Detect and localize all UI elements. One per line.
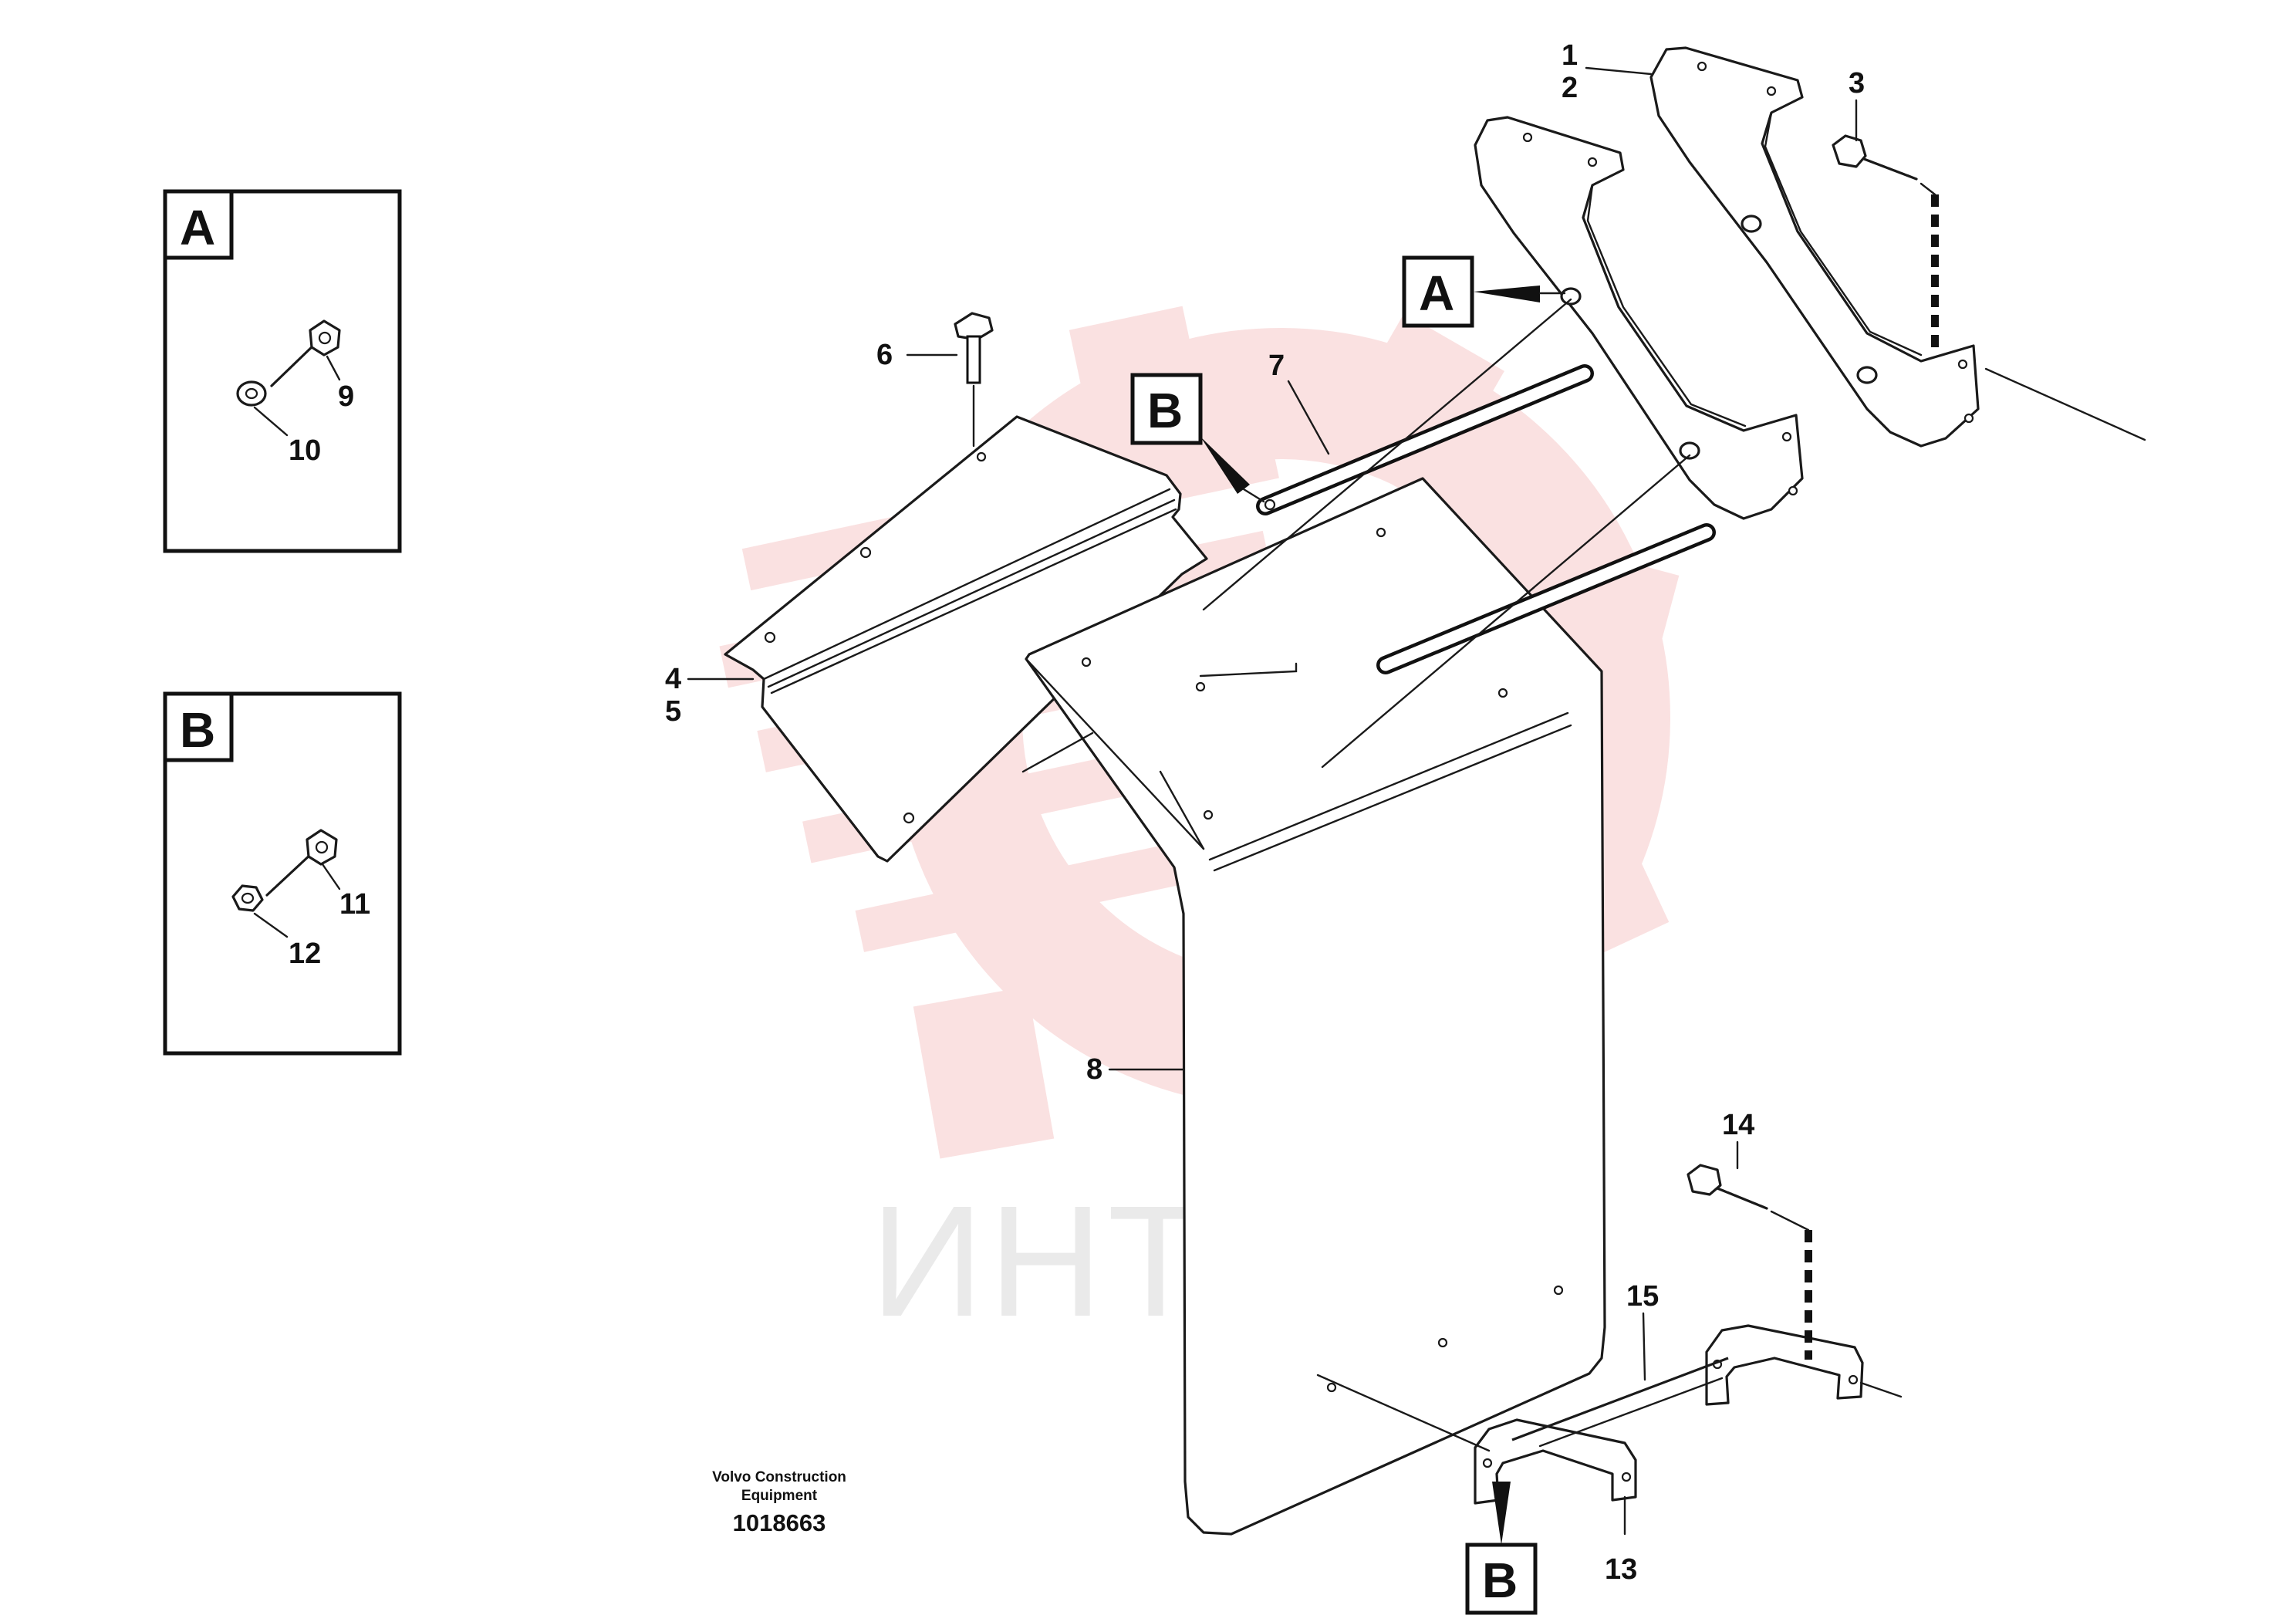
callout-9: 9: [338, 380, 354, 413]
bracket-front: [1474, 116, 1804, 520]
bolt-14: [1687, 1140, 1812, 1360]
detail-box-a-letter: A: [180, 200, 215, 255]
detail-box-a: A 9 10: [163, 189, 402, 553]
view-marker-b-upper[interactable]: B: [1130, 373, 1265, 503]
rod-lower: [1376, 523, 1716, 674]
bolt-icon: [265, 829, 338, 897]
callout-13: 13: [1605, 1553, 1637, 1586]
svg-text:A: A: [1419, 265, 1454, 321]
rod-upper: [1256, 364, 1594, 515]
document-number: 1018663: [733, 1509, 826, 1536]
maker-line-2: Equipment: [741, 1488, 818, 1504]
callout-2: 2: [1562, 72, 1578, 104]
callout-6: 6: [876, 339, 893, 371]
detail-box-b: B 11 12: [163, 691, 402, 1056]
callout-15: 15: [1626, 1280, 1659, 1313]
callout-11: 11: [339, 888, 370, 921]
svg-text:B: B: [1482, 1553, 1518, 1608]
callouts: 1 2 3 4 5 6 7 8 13 14 15: [665, 39, 1865, 1586]
washer-icon: [236, 380, 267, 407]
nut-icon: [231, 884, 264, 912]
maker-line-1: Volvo Construction: [712, 1469, 846, 1485]
callout-3: 3: [1849, 67, 1865, 100]
mud-flap: [1025, 477, 1606, 1536]
callout-8: 8: [1086, 1053, 1102, 1086]
assembly-lines: [1021, 298, 1691, 773]
callout-4: 4: [665, 663, 681, 695]
callout-10: 10: [289, 434, 321, 467]
footer: Volvo Construction Equipment 1018663: [712, 1469, 846, 1536]
callout-7: 7: [1268, 350, 1285, 382]
callout-12: 12: [289, 938, 321, 970]
view-marker-b-lower[interactable]: B: [1465, 1482, 1538, 1615]
bracket-rear: [1649, 46, 1980, 448]
callout-5: 5: [665, 695, 681, 728]
bolt-6: [906, 312, 994, 448]
svg-text:B: B: [1147, 383, 1183, 438]
detail-box-b-letter: B: [180, 702, 215, 758]
bolt-3: [1832, 134, 2146, 441]
callout-1: 1: [1562, 39, 1578, 72]
view-marker-a[interactable]: A: [1402, 255, 1566, 328]
lower-bracket-15: [1316, 1324, 1903, 1452]
callout-14: 14: [1722, 1109, 1754, 1141]
bolt-icon: [270, 319, 341, 387]
flap-upper: [724, 415, 1208, 863]
